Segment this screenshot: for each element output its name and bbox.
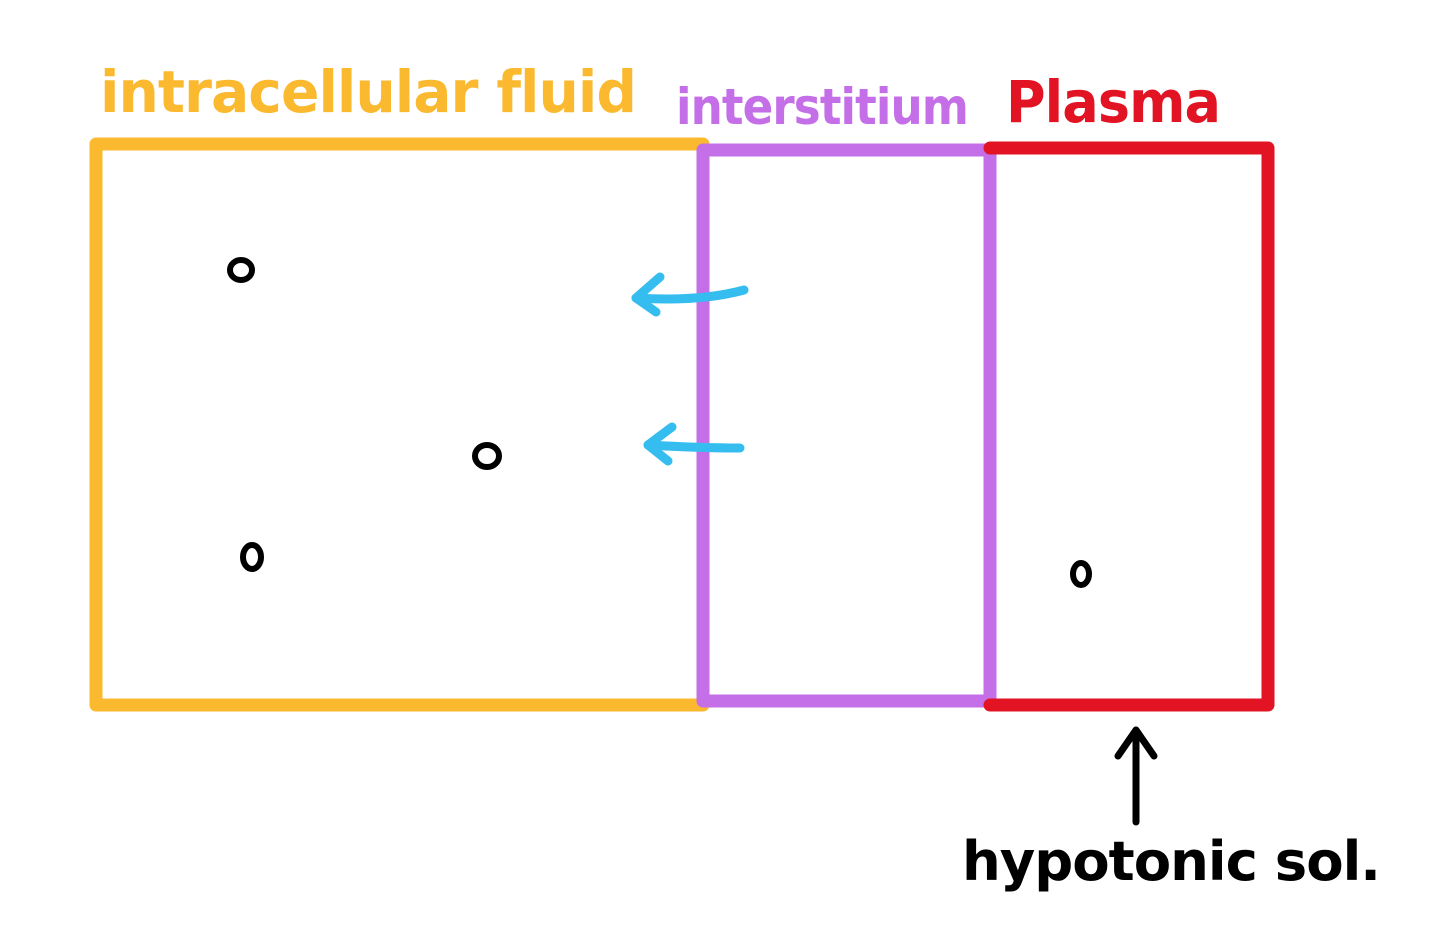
circle-icon (472, 442, 502, 470)
arrow-up-icon (1114, 726, 1158, 826)
intracellular-fluid-label: intracellular fluid (100, 58, 636, 126)
arrow-left-icon (631, 272, 749, 317)
interstitium-label: interstitium (676, 78, 968, 136)
plasma-box (983, 141, 1275, 712)
intracellular-box (89, 137, 710, 712)
circle-icon (227, 257, 255, 283)
plasma-label: Plasma (1006, 68, 1220, 136)
circle-icon (1070, 560, 1092, 588)
circle-icon (240, 542, 264, 572)
arrow-left-icon (643, 422, 745, 466)
hypotonic-solution-label: hypotonic sol. (962, 830, 1380, 893)
interstitium-box (696, 143, 997, 708)
